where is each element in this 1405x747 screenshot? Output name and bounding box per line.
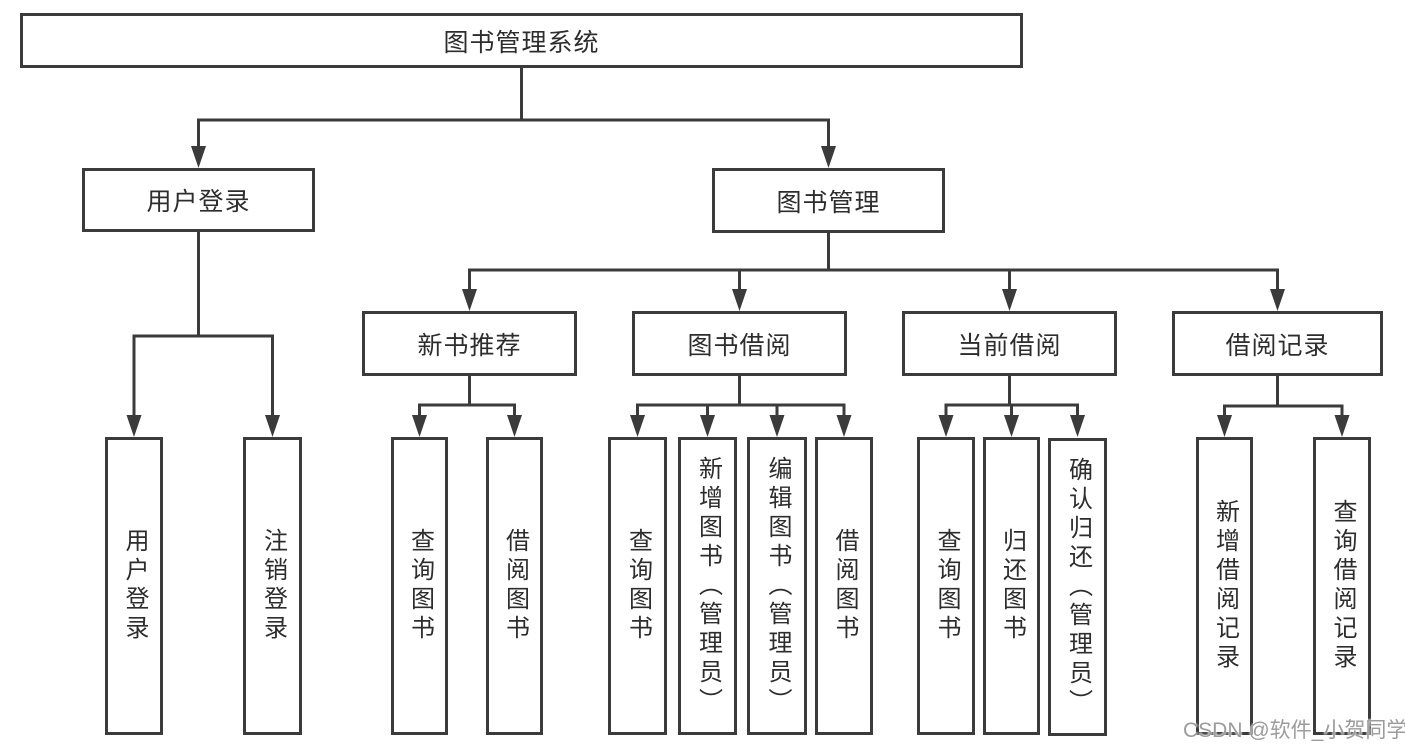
connector-records-children <box>1217 376 1350 437</box>
leaf-recommend-query-books-label: 查询图书 <box>406 528 434 644</box>
node-book-management-label: 图书管理 <box>776 188 881 217</box>
connector-root-to-level2 <box>191 68 836 168</box>
leaf-records-query-record-label: 查询借阅记录 <box>1329 499 1356 673</box>
connector-borrowing-children <box>630 376 852 437</box>
node-new-book-recommendation-label: 新书推荐 <box>417 331 522 360</box>
leaf-borrowing-query-books: 查询图书 <box>608 437 667 735</box>
leaf-current-confirm-return-admin: 确认归还（管理员） <box>1048 438 1107 736</box>
leaf-records-add-record-label: 新增借阅记录 <box>1211 499 1239 673</box>
leaf-records-add-record: 新增借阅记录 <box>1196 437 1253 735</box>
leaf-borrowing-borrow-books: 借阅图书 <box>815 437 873 735</box>
leaf-borrowing-edit-books-admin: 编辑图书（管理员） <box>747 437 807 735</box>
leaf-borrowing-edit-books-admin-label: 编辑图书（管理员） <box>764 455 791 717</box>
leaf-borrowing-add-books-admin: 新增图书（管理员） <box>678 437 737 735</box>
leaf-current-confirm-return-admin-label: 确认归还（管理员） <box>1064 456 1092 718</box>
node-current-borrowing-label: 当前借阅 <box>957 331 1062 360</box>
leaf-recommend-borrow-books-label: 借阅图书 <box>501 528 529 644</box>
connector-new-book-children <box>412 376 522 437</box>
node-borrowing-records-label: 借阅记录 <box>1225 331 1330 360</box>
leaf-user-login-label: 用户登录 <box>121 528 148 644</box>
leaf-recommend-query-books: 查询图书 <box>391 437 448 735</box>
leaf-logout: 注销登录 <box>243 437 302 735</box>
leaf-borrowing-query-books-label: 查询图书 <box>624 528 652 644</box>
node-book-borrowing-label: 图书借阅 <box>687 331 792 360</box>
leaf-user-login: 用户登录 <box>105 437 163 735</box>
leaf-records-query-record: 查询借阅记录 <box>1313 437 1371 735</box>
node-current-borrowing: 当前借阅 <box>902 311 1117 376</box>
connector-user-login-children <box>126 232 280 437</box>
node-user-login-label: 用户登录 <box>146 188 251 216</box>
connector-current-children <box>938 376 1085 437</box>
node-library-management-system-label: 图书管理系统 <box>443 28 600 57</box>
leaf-current-return-books-label: 归还图书 <box>998 528 1026 644</box>
leaf-current-return-books: 归还图书 <box>983 437 1040 735</box>
connector-book-mgmt-children <box>462 233 1285 311</box>
leaf-current-query-books: 查询图书 <box>917 437 975 735</box>
node-book-borrowing: 图书借阅 <box>632 311 847 376</box>
leaf-borrowing-borrow-books-label: 借阅图书 <box>831 528 858 644</box>
node-new-book-recommendation: 新书推荐 <box>362 311 577 376</box>
node-book-management: 图书管理 <box>712 168 945 233</box>
node-user-login: 用户登录 <box>82 168 315 232</box>
node-borrowing-records: 借阅记录 <box>1172 311 1383 376</box>
leaf-borrowing-add-books-admin-label: 新增图书（管理员） <box>694 455 722 717</box>
leaf-current-query-books-label: 查询图书 <box>933 528 960 644</box>
leaf-logout-label: 注销登录 <box>259 528 287 644</box>
csdn-watermark: CSDN @软件_小贺同学 <box>1183 719 1405 742</box>
node-library-management-system: 图书管理系统 <box>20 13 1023 68</box>
leaf-recommend-borrow-books: 借阅图书 <box>486 437 543 735</box>
